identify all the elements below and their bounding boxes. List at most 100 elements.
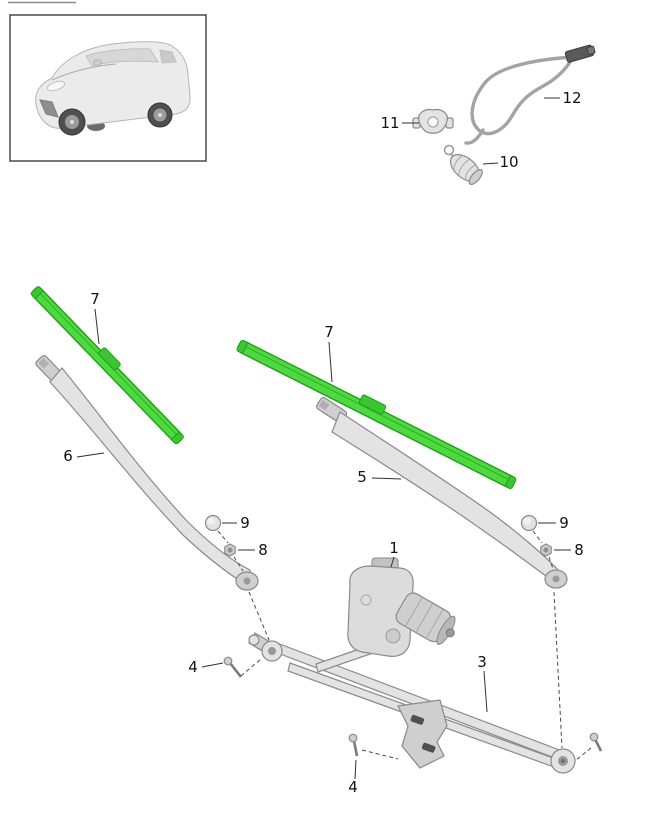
wiper-motor-housing-boss	[360, 594, 372, 606]
wiper-blade-right-endcap-b	[505, 475, 517, 490]
wiper-blade-right-endcap-a	[236, 339, 248, 354]
screw-right-head	[589, 732, 599, 742]
washer-hose-connector	[564, 44, 596, 63]
pivot-nut-left-hole	[227, 547, 233, 553]
linkage-right-joint-pin	[561, 759, 565, 763]
part-label-1: 1	[389, 539, 399, 557]
assembly-guides	[217, 530, 592, 761]
guide-nut-right	[548, 556, 554, 570]
car-thumbnail	[9, 14, 207, 162]
wiper-blade-right	[236, 339, 517, 490]
wiper-motor-can-rib-b	[415, 603, 433, 632]
part-label-10: 10	[499, 153, 518, 171]
hose-clip-hole	[427, 116, 439, 128]
hose-grommet-ring	[443, 144, 455, 156]
wiper-blade-right-body	[236, 340, 516, 489]
pivot-nut-right	[540, 543, 552, 557]
wiper-motor-shaft-boss	[385, 628, 401, 644]
wiper-linkage	[248, 632, 576, 774]
linkage-left-joint-hole	[268, 647, 276, 655]
car-hood-line	[51, 63, 117, 81]
guide-arm-right-to-linkage	[553, 591, 563, 749]
part-label-4-bottom: 4	[348, 778, 358, 796]
part-label-9-left: 9	[240, 514, 250, 532]
callout-linkage: 3	[477, 653, 488, 713]
screw-bottom-shaft	[352, 740, 359, 757]
wiper-motor	[347, 557, 456, 657]
callout-hose: 12	[544, 89, 582, 107]
wiper-arm-left	[35, 355, 259, 591]
guide-screw-bottom	[361, 749, 399, 760]
screw-right-shaft	[593, 738, 603, 752]
car-side-window	[159, 49, 177, 64]
callout-blade-left: 7	[90, 290, 100, 345]
guide-arm-left-to-linkage	[248, 591, 270, 641]
wiper-arm-right-body	[331, 411, 561, 588]
leader-4-bottom	[354, 759, 357, 780]
linkage-bracket-slot-a	[410, 714, 425, 725]
leader-10	[482, 162, 499, 165]
guide-cap-left	[217, 530, 229, 544]
guide-screw-left	[240, 657, 263, 677]
wiper-blade-left-endcap-b	[171, 432, 184, 445]
car-front-hub	[70, 120, 74, 124]
wiper-arm-left-body	[49, 367, 253, 590]
wiper-arm-left-hook-notch	[38, 357, 49, 369]
screw-bottom	[348, 733, 359, 757]
wiper-blade-right-adapter	[358, 394, 387, 415]
callout-blade-right: 7	[324, 323, 334, 383]
callout-grommet: 10	[482, 153, 519, 171]
part-label-5: 5	[357, 468, 367, 486]
linkage-bracket	[397, 699, 448, 769]
pivot-cap-left	[204, 514, 222, 532]
callout-nut-left: 8	[238, 541, 268, 559]
car-windshield	[85, 48, 159, 67]
washer-hose-tail	[464, 128, 485, 145]
callout-nut-right: 8	[554, 541, 584, 559]
pivot-nut-right-hole	[543, 547, 549, 553]
wiper-blade-left	[30, 286, 184, 445]
car-rear-hub	[158, 113, 162, 117]
leader-6	[76, 452, 105, 458]
wiper-motor-can-rib-a	[405, 597, 423, 626]
wiper-blade-left-endcap-a	[30, 286, 43, 299]
wiper-arm-right-pivot-hole	[552, 575, 560, 583]
part-label-12: 12	[562, 89, 581, 107]
part-label-9-right: 9	[559, 514, 569, 532]
hose-grommet-cap	[468, 169, 483, 185]
wiper-arm-right	[315, 397, 568, 589]
callout-screw-left: 4	[188, 658, 224, 676]
part-label-8-right: 8	[574, 541, 584, 559]
callouts: 12 11 10 7 7 6 5 9	[63, 89, 584, 796]
callout-motor: 1	[389, 539, 399, 568]
screw-left	[223, 656, 243, 678]
part-label-7-right: 7	[324, 323, 334, 341]
leader-1	[390, 556, 395, 568]
wiper-arm-left-pivot-hole	[243, 577, 251, 585]
leader-7-right	[328, 341, 333, 383]
screw-left-head	[223, 656, 233, 666]
hose-clip	[412, 108, 454, 134]
pivot-cap-right-highlight	[523, 518, 531, 524]
part-label-7-left: 7	[90, 290, 100, 308]
car-headlight	[46, 80, 66, 92]
callout-arm-right: 5	[357, 468, 402, 486]
callout-cap-left: 9	[222, 514, 250, 532]
linkage-bracket-slot-b	[421, 742, 436, 753]
guide-nut-left	[233, 556, 244, 572]
callout-screw-bottom: 4	[348, 759, 358, 796]
part-label-11: 11	[380, 114, 399, 132]
wiper-motor-end-bearing	[445, 628, 455, 638]
part-label-4-left: 4	[188, 658, 198, 676]
pivot-cap-left-highlight	[207, 518, 215, 524]
leader-7-left	[94, 308, 100, 345]
leader-3	[483, 670, 488, 713]
guide-cap-right	[532, 530, 543, 544]
screw-right	[589, 732, 603, 752]
car-mirror	[93, 59, 102, 66]
part-label-8-left: 8	[258, 541, 268, 559]
washer-hose-tube	[470, 55, 574, 136]
hose-grommet-ribs	[453, 155, 476, 180]
callout-cap-right: 9	[538, 514, 569, 532]
